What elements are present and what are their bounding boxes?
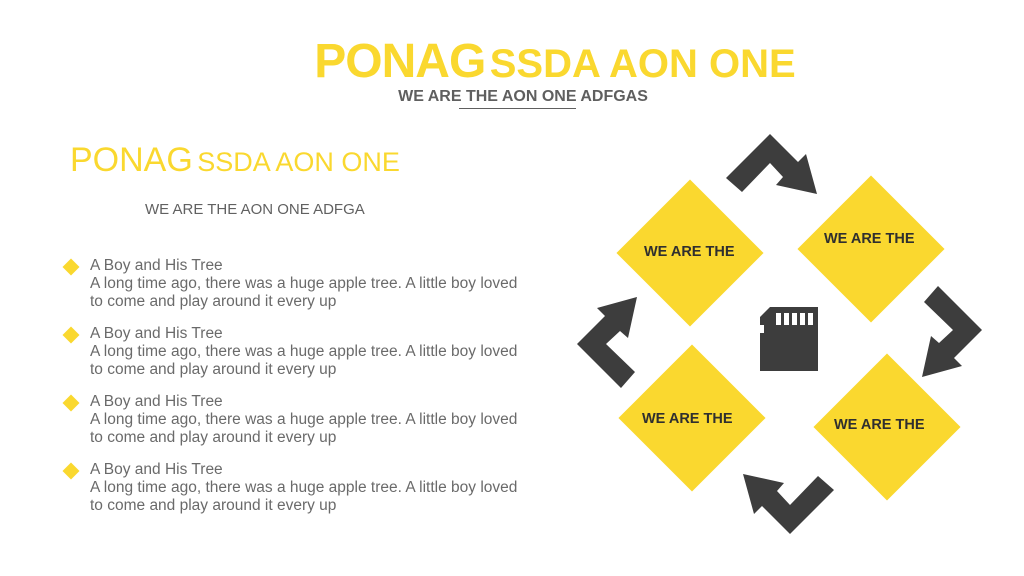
arrow-down-icon	[922, 286, 982, 377]
item-heading: A Boy and His Tree	[90, 325, 223, 342]
item-heading: A Boy and His Tree	[90, 393, 223, 410]
item-body: A long time ago, there was a huge apple …	[90, 275, 518, 310]
diamond-bullet-icon	[62, 326, 80, 344]
section-title: PONAG SSDA AON ONE	[70, 141, 400, 180]
arrow-up-icon	[577, 297, 637, 388]
list-item: A Boy and His Tree A long time ago, ther…	[62, 257, 522, 311]
list-item: A Boy and His Tree A long time ago, ther…	[62, 325, 522, 379]
diamond-bullet-icon	[62, 258, 80, 276]
item-heading: A Boy and His Tree	[90, 257, 223, 274]
arrow-left-icon	[743, 474, 834, 534]
section-title-main: PONAG	[70, 141, 193, 179]
item-body: A long time ago, there was a huge apple …	[90, 343, 518, 378]
cycle-label-top-right: WE ARE THE	[824, 231, 915, 247]
page-title: PONAG SSDA AON ONE	[0, 34, 1024, 89]
item-heading: A Boy and His Tree	[90, 461, 223, 478]
item-body: A long time ago, there was a huge apple …	[90, 411, 518, 446]
sd-card-icon	[760, 307, 818, 371]
section-subtitle: WE ARE THE AON ONE ADFGA	[145, 201, 365, 218]
cycle-label-top-left: WE ARE THE	[644, 244, 735, 260]
arrow-right-icon	[726, 134, 817, 194]
list-item: A Boy and His Tree A long time ago, ther…	[62, 461, 522, 515]
cycle-label-bottom-right: WE ARE THE	[834, 417, 925, 433]
subtitle-underline	[459, 108, 576, 109]
list-item: A Boy and His Tree A long time ago, ther…	[62, 393, 522, 447]
title-main: PONAG	[314, 35, 486, 88]
cycle-label-bottom-left: WE ARE THE	[642, 411, 733, 427]
title-rest: SSDA AON ONE	[489, 42, 796, 86]
diamond-bullet-icon	[62, 394, 80, 412]
item-body: A long time ago, there was a huge apple …	[90, 479, 518, 514]
diamond-bullet-icon	[62, 462, 80, 480]
section-title-rest: SSDA AON ONE	[197, 147, 400, 177]
page-subtitle: WE ARE THE AON ONE ADFGAS	[398, 88, 648, 105]
